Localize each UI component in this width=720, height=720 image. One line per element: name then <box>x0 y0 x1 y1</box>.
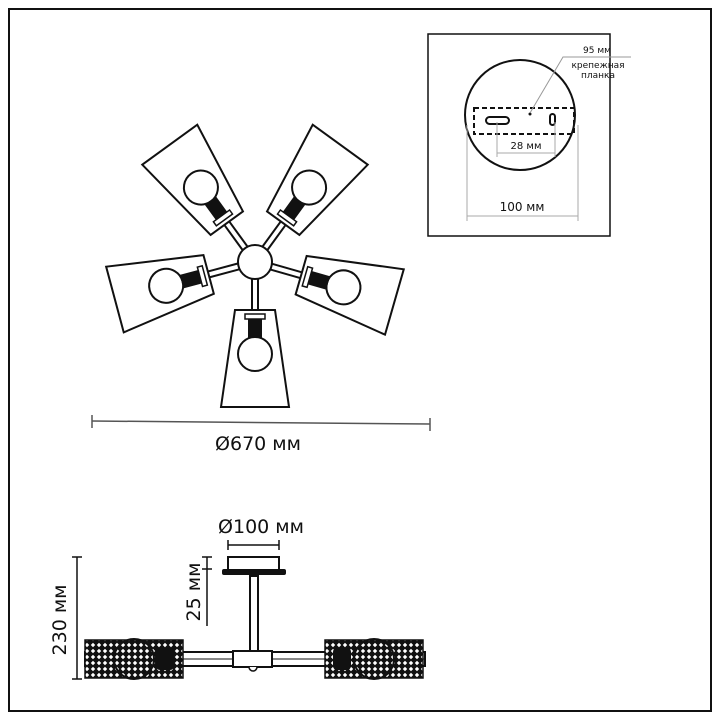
plate-name-line2: планка <box>581 71 615 81</box>
shade-bottom <box>220 278 290 408</box>
center-hub <box>237 244 273 280</box>
stem <box>249 575 259 653</box>
plate-name-line1: крепежная <box>571 61 624 71</box>
hole-spacing-label: 28 мм <box>511 141 542 152</box>
plate-size-label: 95 мм <box>583 46 611 56</box>
canopy <box>227 556 280 571</box>
frame-border <box>8 8 712 712</box>
canopy-height-label: 25 мм <box>183 563 205 622</box>
round-hole <box>549 113 556 126</box>
canopy-width-label: Ø100 мм <box>218 516 304 538</box>
diameter-dimension: Ø670 мм <box>91 415 431 455</box>
mounting-detail: 95 мм крепежная планка 28 мм 100 мм <box>427 33 631 237</box>
mounting-plate <box>473 107 575 135</box>
shade-left <box>105 232 249 334</box>
center-block <box>232 650 273 668</box>
total-height-label: 230 мм <box>49 585 71 656</box>
shade-right <box>260 233 405 336</box>
canopy-diameter-label: 100 мм <box>500 200 545 214</box>
canopy-plate <box>222 569 286 575</box>
side-dimensions: Ø100 мм 25 мм 230 мм <box>49 516 304 680</box>
top-view <box>105 123 405 408</box>
side-view <box>84 556 426 680</box>
diameter-label: Ø670 мм <box>215 433 301 455</box>
